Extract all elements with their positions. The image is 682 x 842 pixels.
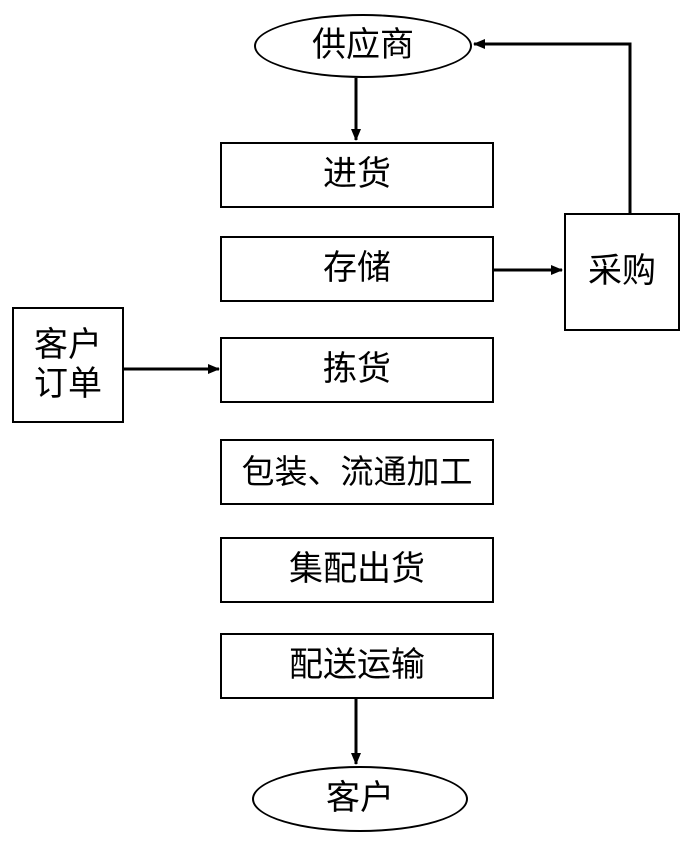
customer-node: 客户 (252, 766, 468, 832)
picking-label: 拣货 (323, 349, 391, 390)
storage-label: 存储 (323, 248, 391, 289)
customer-order-label-line1: 客户 (34, 324, 102, 365)
storage-box: 存储 (220, 236, 494, 302)
purchasing-box: 采购 (564, 213, 680, 331)
picking-box: 拣货 (220, 337, 494, 403)
consolidation-box: 集配出货 (220, 537, 494, 603)
receiving-box: 进货 (220, 142, 494, 208)
customer-order-label-line2: 订单 (34, 364, 102, 404)
consolidation-label: 集配出货 (289, 549, 425, 590)
purchasing-label: 采购 (588, 251, 656, 292)
customer-label: 客户 (326, 778, 394, 819)
packing-box: 包装、流通加工 (220, 439, 494, 505)
arrow-purchasing-to-supplier (473, 39, 632, 213)
supplier-node: 供应商 (254, 14, 472, 78)
receiving-label: 进货 (323, 154, 391, 195)
packing-label: 包装、流通加工 (241, 452, 473, 492)
delivery-label: 配送运输 (289, 645, 425, 686)
delivery-box: 配送运输 (220, 633, 494, 699)
customer-order-box: 客户 订单 (12, 307, 124, 423)
supplier-label: 供应商 (312, 25, 414, 66)
